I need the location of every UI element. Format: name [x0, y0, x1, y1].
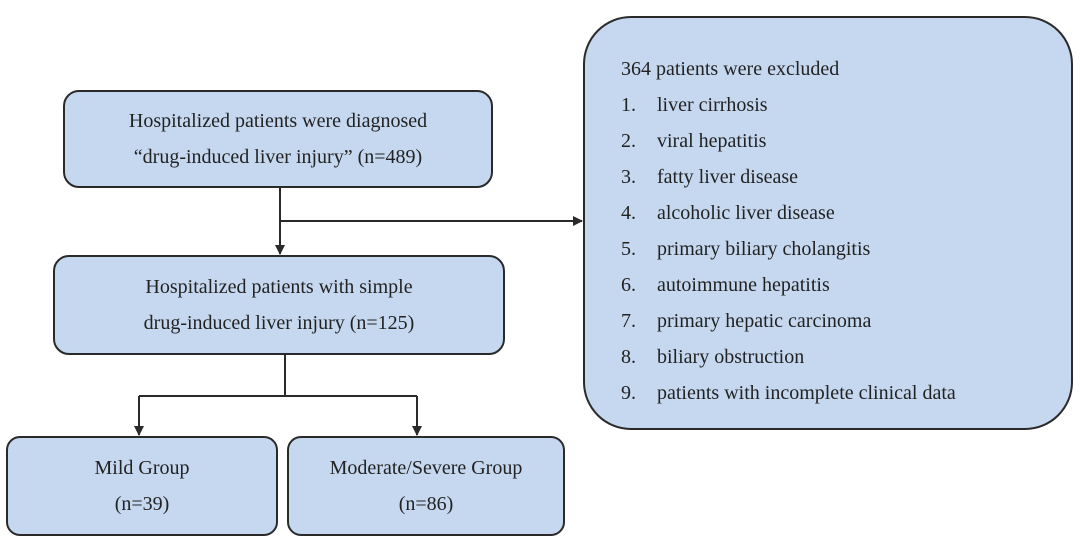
exclusion-item-number: 9. [621, 382, 636, 404]
exclusion-item-text: liver cirrhosis [657, 94, 768, 116]
exclusion-item: 4. alcoholic liver disease [621, 196, 1071, 232]
exclusion-item-number: 1. [621, 94, 636, 116]
exclusion-item: 5. primary biliary cholangitis [621, 232, 1071, 268]
diagnosed-patients-box: Hospitalized patients were diagnosed “dr… [63, 90, 493, 188]
simple-line2: drug-induced liver injury (n=125) [143, 312, 415, 334]
exclusion-item-number: 3. [621, 166, 636, 188]
diagnosed-line1: Hospitalized patients were diagnosed [128, 110, 428, 132]
exclusion-item-text: fatty liver disease [657, 166, 799, 188]
exclusion-item-number: 7. [621, 310, 636, 332]
exclusion-item-text: alcoholic liver disease [657, 202, 835, 224]
exclusion-item-text: viral hepatitis [657, 130, 767, 152]
exclusion-item: 9. patients with incomplete clinical data [621, 376, 1071, 412]
exclusion-box: 364 patients were excluded 1. liver cirrh… [583, 16, 1073, 430]
exclusion-item-text: primary hepatic carcinoma [657, 310, 872, 332]
mild-group-box: Mild Group (n=39) [6, 436, 278, 536]
diagnosed-line2: “drug-induced liver injury” (n=489) [133, 146, 423, 168]
simple-line1: Hospitalized patients with simple [145, 276, 413, 298]
exclusion-item: 8. biliary obstruction [621, 340, 1071, 376]
exclusion-item-text: patients with incomplete clinical data [657, 382, 956, 404]
exclusion-item: 1. liver cirrhosis [621, 88, 1071, 124]
exclusion-item-number: 8. [621, 346, 636, 368]
exclusion-item-number: 2. [621, 130, 636, 152]
exclusion-item-number: 5. [621, 238, 636, 260]
exclusion-item: 7. primary hepatic carcinoma [621, 304, 1071, 340]
exclusion-item-text: primary biliary cholangitis [657, 238, 871, 260]
exclusion-item-text: autoimmune hepatitis [657, 274, 830, 296]
moderate-label: Moderate/Severe Group [329, 457, 523, 479]
exclusion-item: 2. viral hepatitis [621, 124, 1071, 160]
exclusion-item-number: 4. [621, 202, 636, 224]
mild-count: (n=39) [114, 493, 170, 515]
exclusion-item-number: 6. [621, 274, 636, 296]
simple-dili-box: Hospitalized patients with simple drug-i… [53, 255, 505, 355]
exclusion-item-text: biliary obstruction [657, 346, 805, 368]
exclusion-title: 364 patients were excluded [621, 58, 840, 80]
exclusion-item: 3. fatty liver disease [621, 160, 1071, 196]
exclusion-item: 6. autoimmune hepatitis [621, 268, 1071, 304]
moderate-count: (n=86) [398, 493, 454, 515]
exclusion-list: 1. liver cirrhosis 2. viral hepatitis 3. fa… [621, 88, 1071, 412]
mild-label: Mild Group [94, 457, 190, 479]
moderate-severe-group-box: Moderate/Severe Group (n=86) [287, 436, 565, 536]
